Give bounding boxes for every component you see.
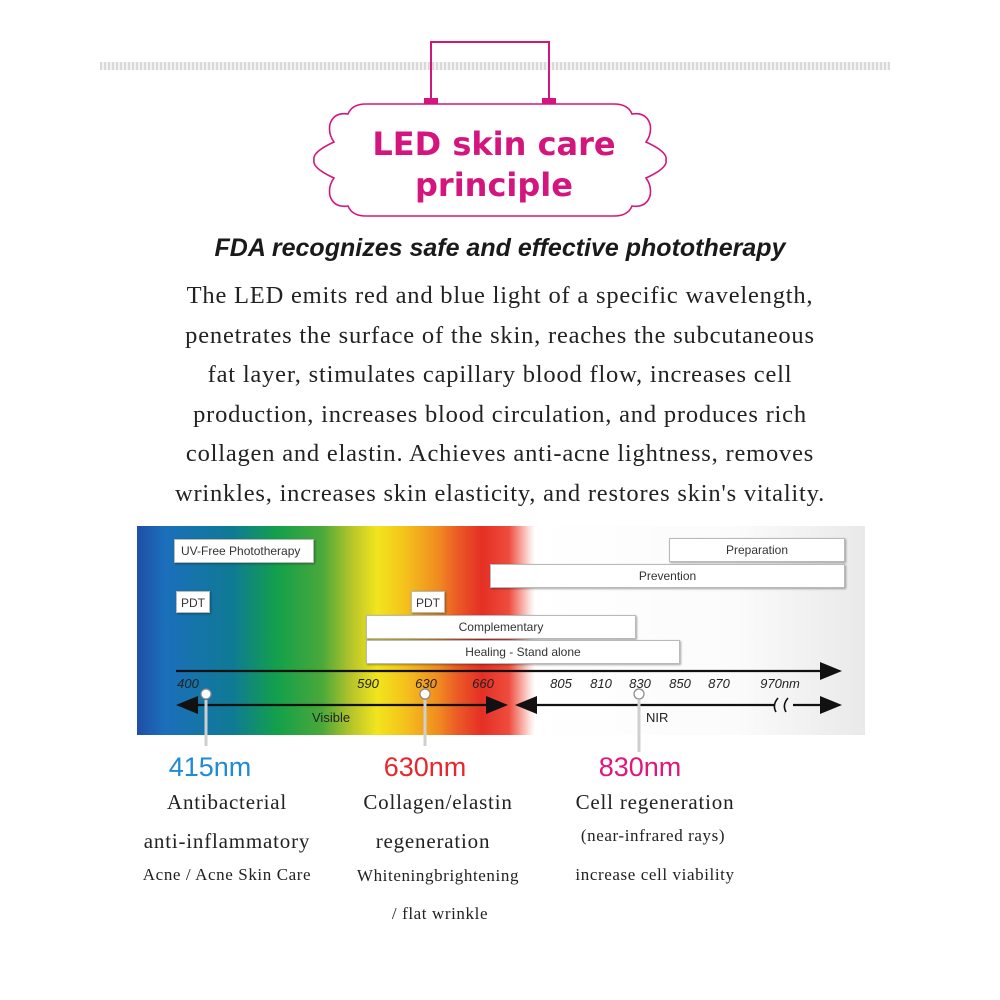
column-630-line-4: / flat wrinkle bbox=[391, 904, 489, 923]
column-630-line-1: Collagen/elastin bbox=[363, 790, 513, 814]
column-415-line-3: Acne / Acne Skin Care bbox=[142, 865, 312, 884]
wavelength-830nm: 830nm bbox=[598, 752, 682, 782]
description-line: collagen and elastin. Achieves anti-acne… bbox=[185, 440, 815, 467]
description-paragraph: The LED emits red and blue light of a sp… bbox=[100, 276, 900, 513]
tick-label-805: 805 bbox=[550, 676, 572, 691]
wavelength-630nm: 630nm bbox=[383, 752, 467, 782]
tick-label-830: 830 bbox=[629, 676, 651, 691]
healing-stand-alone-box: Healing - Stand alone bbox=[366, 640, 680, 664]
pdt-box-blue: PDT bbox=[176, 591, 210, 613]
complementary-box: Complementary bbox=[366, 615, 636, 639]
column-630-line-2: regeneration bbox=[375, 829, 491, 853]
column-830-line-2: (near-infrared rays) bbox=[580, 826, 726, 845]
column-830-line-1: Cell regeneration bbox=[575, 790, 735, 814]
description-line: fat layer, stimulates capillary blood fl… bbox=[207, 361, 793, 388]
column-830-line-3: increase cell viability bbox=[575, 865, 735, 884]
description-line: The LED emits red and blue light of a sp… bbox=[186, 282, 814, 309]
column-415-line-2: anti-inflammatory bbox=[143, 829, 311, 853]
title-frame-graphic bbox=[313, 41, 667, 217]
page-title-line-1: LED skin care bbox=[372, 125, 616, 163]
subtitle: FDA recognizes safe and effective photot… bbox=[214, 234, 786, 262]
description-line: wrinkles, increases skin elasticity, and… bbox=[174, 479, 826, 507]
header-divider-line bbox=[100, 62, 890, 70]
uv-free-phototherapy-box: UV-Free Phototherapy bbox=[174, 539, 314, 563]
description-line: production, increases blood circulation,… bbox=[193, 400, 807, 428]
prevention-box: Prevention bbox=[490, 564, 845, 588]
tick-label-970nm: 970nm bbox=[760, 676, 800, 691]
tick-label-400: 400 bbox=[177, 676, 199, 691]
tick-label-810: 810 bbox=[590, 676, 612, 691]
tick-label-590: 590 bbox=[357, 676, 379, 691]
wavelength-415nm: 415nm bbox=[168, 752, 252, 782]
tick-label-850: 850 bbox=[669, 676, 691, 691]
pdt-box-red: PDT bbox=[411, 591, 445, 613]
description-line: penetrates the surface of the skin, reac… bbox=[185, 321, 815, 349]
column-630-line-3: Whiteningbrightening bbox=[356, 866, 520, 885]
page-title-line-2: principle bbox=[415, 166, 573, 204]
tick-label-870: 870 bbox=[708, 676, 730, 691]
nir-range-label: NIR bbox=[646, 710, 669, 725]
visible-range-label: Visible bbox=[312, 710, 351, 725]
preparation-box: Preparation bbox=[669, 538, 845, 562]
page-title: LED skin care principle bbox=[322, 124, 666, 206]
tick-label-660: 660 bbox=[472, 676, 494, 691]
column-415-line-1: Antibacterial bbox=[166, 790, 287, 814]
tick-label-630: 630 bbox=[415, 676, 437, 691]
